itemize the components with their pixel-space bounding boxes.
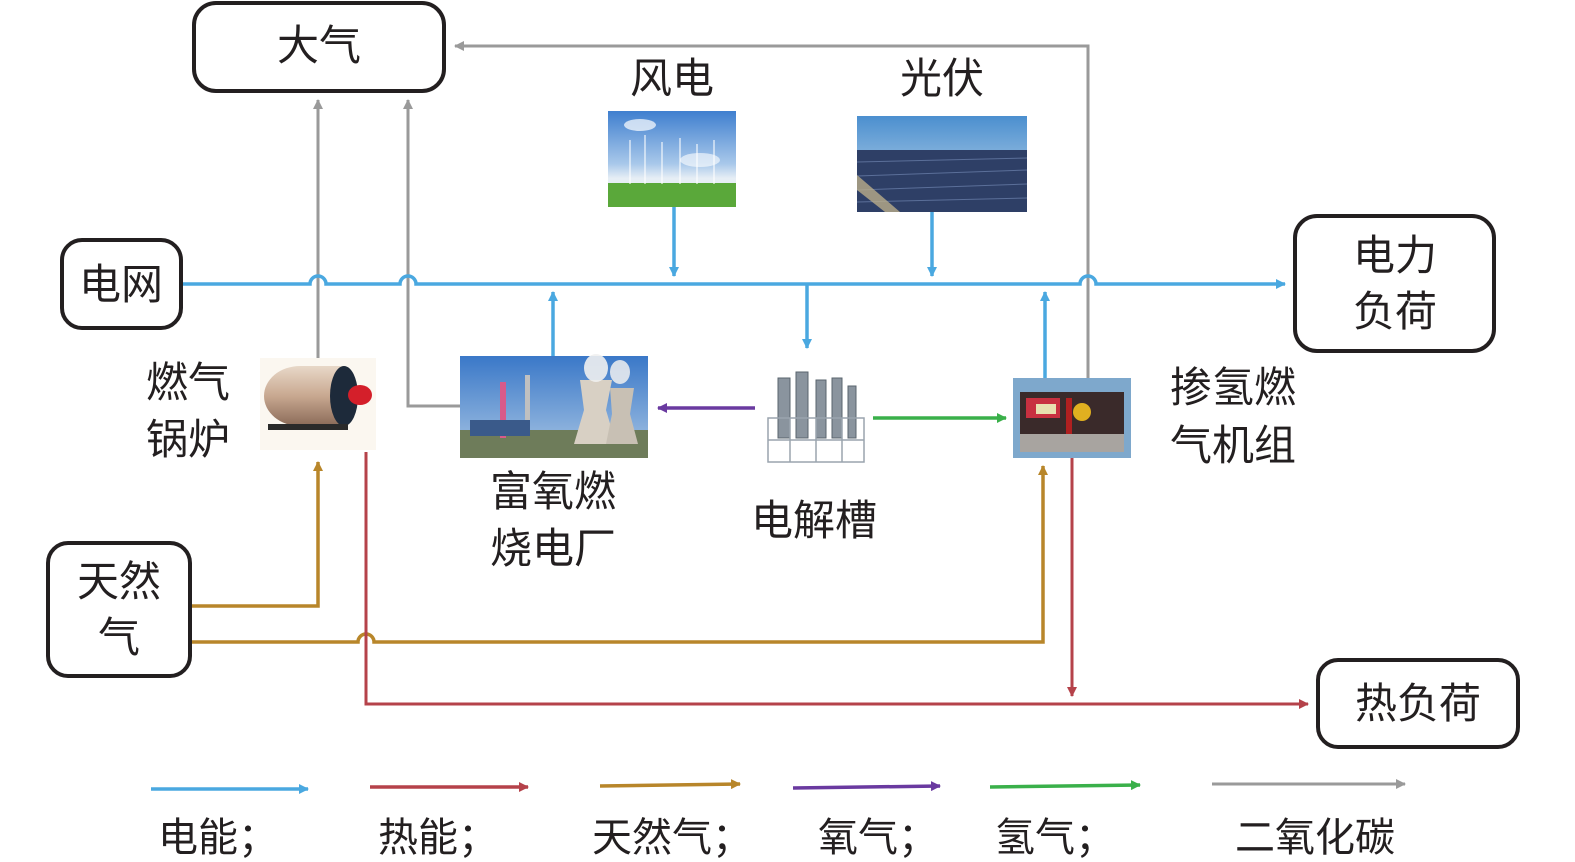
legend-item-oxygen: 氧气； xyxy=(792,781,941,861)
legend-label-oxygen: 氧气； xyxy=(818,815,938,861)
power-load-label-1: 电力 xyxy=(1353,231,1437,280)
legend-label-heat: 热能； xyxy=(378,815,498,861)
legend-item-heat: 热能； xyxy=(370,782,529,861)
legend: 电能； 热能； 天然气； 氧气； 氢气； 二氧化碳 xyxy=(151,779,1406,861)
node-grid: 电网 xyxy=(60,238,183,330)
node-natural-gas: 天然 气 xyxy=(46,541,192,678)
node-power-load: 电力 负荷 xyxy=(1293,214,1496,353)
heat-load-label: 热负荷 xyxy=(1355,679,1481,728)
oxyfuel-plant-label-1: 富氧燃 xyxy=(490,467,616,516)
wind-farm-image xyxy=(608,111,736,207)
legend-label-hydrogen: 氢气； xyxy=(995,815,1115,861)
electrolyzer-label: 电解槽 xyxy=(751,496,877,545)
power-load-label-2: 负荷 xyxy=(1353,287,1437,336)
heat-flows xyxy=(364,452,1309,709)
node-heat-load: 热负荷 xyxy=(1316,658,1520,749)
solar-farm-image xyxy=(856,116,1028,212)
gas-line-boiler xyxy=(190,461,323,608)
natural-gas-label-2: 气 xyxy=(98,613,140,662)
electric-bus xyxy=(182,274,1286,289)
h2-turbine-label-2: 气机组 xyxy=(1170,421,1296,470)
node-atmosphere: 大气 xyxy=(192,1,446,93)
natural-gas-flows xyxy=(190,461,1048,644)
co2-line-plant xyxy=(403,99,460,408)
h2-turbine-label-1: 掺氢燃 xyxy=(1170,363,1296,412)
gas-boiler-label-2: 锅炉 xyxy=(146,415,230,464)
co2-line-turbine xyxy=(454,41,1090,378)
gas-turbine-image xyxy=(1013,378,1131,458)
electric-flows xyxy=(182,207,1286,378)
power-plant-image xyxy=(460,354,648,458)
grid-label: 电网 xyxy=(79,260,163,309)
legend-label-co2: 二氧化碳 xyxy=(1235,815,1395,861)
heat-line-boiler xyxy=(364,452,1309,709)
legend-item-electric: 电能； xyxy=(151,784,309,861)
legend-label-electric: 电能； xyxy=(158,815,278,861)
legend-item-co2: 二氧化碳 xyxy=(1212,779,1406,861)
natural-gas-label-1: 天然 xyxy=(77,557,161,606)
boiler-image xyxy=(260,358,376,450)
wind-label: 风电 xyxy=(630,54,714,103)
co2-flows xyxy=(313,41,1090,408)
atmosphere-label: 大气 xyxy=(277,21,361,70)
legend-item-natural-gas: 天然气； xyxy=(592,779,752,861)
gas-boiler-label-1: 燃气 xyxy=(146,358,230,407)
oxyfuel-plant-label-2: 烧电厂 xyxy=(490,524,616,573)
electrolyzer-image xyxy=(760,360,872,470)
legend-item-hydrogen: 氢气； xyxy=(989,780,1141,861)
legend-label-natural-gas: 天然气； xyxy=(592,815,752,861)
pv-label: 光伏 xyxy=(900,54,984,103)
